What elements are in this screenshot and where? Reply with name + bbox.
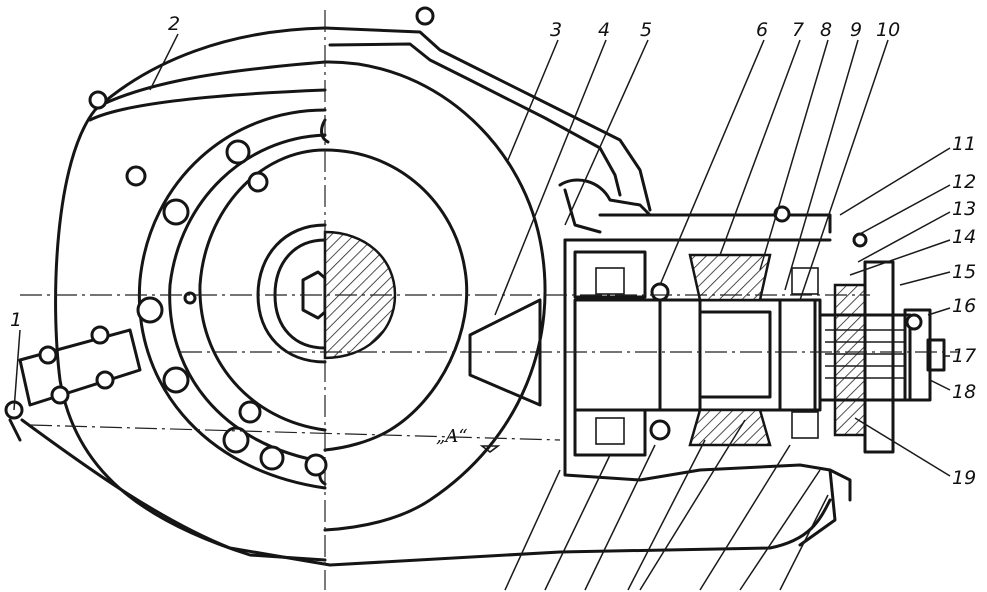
callout-17: 17 [952, 345, 976, 367]
callout-3: 3 [550, 19, 562, 41]
callout-10: 10 [876, 19, 900, 41]
callout-5: 5 [640, 19, 652, 41]
callout-11: 11 [952, 133, 976, 155]
callout-16: 16 [952, 295, 976, 317]
callout-13: 13 [952, 198, 976, 220]
center-lines [20, 10, 960, 590]
callout-9: 9 [850, 19, 862, 41]
callout-6: 6 [756, 19, 768, 41]
callout-12: 12 [952, 171, 976, 193]
callout-4: 4 [598, 19, 610, 41]
callout-1: 1 [10, 309, 22, 331]
leader-lines [13, 33, 951, 591]
output-flange [818, 260, 946, 454]
callout-18: 18 [952, 381, 976, 403]
mounting-bracket [4, 325, 142, 420]
callout-14: 14 [952, 226, 976, 248]
section-mark-a: „A“ [436, 426, 468, 447]
housing-outer [8, 26, 832, 567]
callout-7: 7 [792, 19, 804, 41]
axle-shaft-section [323, 230, 397, 360]
callout-2: 2 [168, 13, 180, 35]
carrier-bolts [88, 6, 435, 477]
section-mark-arrow [479, 445, 501, 453]
callout-15: 15 [952, 261, 976, 283]
callout-19: 19 [952, 467, 976, 489]
pinion-assembly [468, 205, 868, 457]
housing-cover [323, 26, 852, 547]
callout-8: 8 [820, 19, 832, 41]
